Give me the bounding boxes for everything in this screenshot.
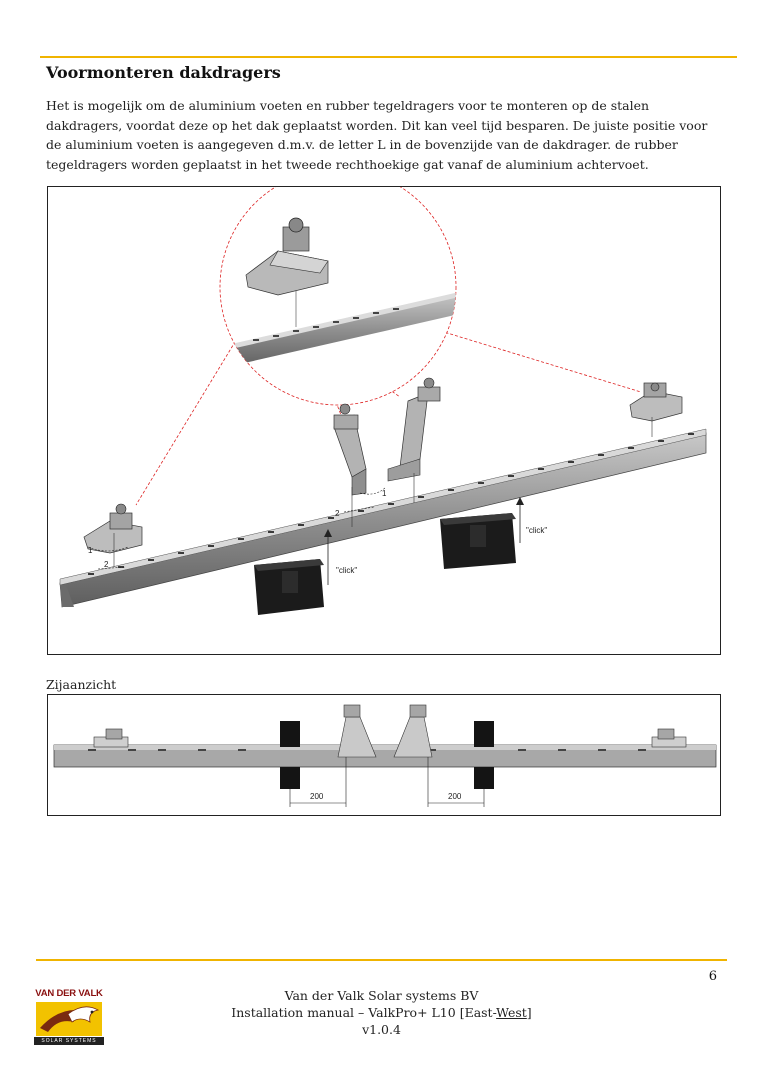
side-view-illustration: 200 200: [53, 704, 717, 807]
page-number: 6: [708, 969, 717, 984]
zoom-detail: [219, 187, 457, 406]
side-rubber-block-left-bottom: [280, 767, 300, 789]
main-illustration-frame: 1 2 1 2: [47, 186, 721, 655]
side-foot-center-left: [337, 704, 377, 758]
center-dimension-marks: [343, 486, 387, 513]
step-2-label-left: 2: [104, 560, 109, 569]
footer-rule: [36, 959, 727, 961]
side-dimension-right: 200: [448, 792, 462, 801]
side-foot-left: [93, 728, 129, 748]
aluminium-foot-left: [83, 503, 143, 567]
footer-company: Van der Valk Solar systems BV: [284, 988, 479, 1003]
section-title: Voormonteren dakdragers: [46, 63, 281, 82]
logo-name: VAN DER VALK: [35, 988, 103, 999]
side-rubber-block-right-bottom: [474, 767, 494, 789]
side-dimension-left: 200: [310, 792, 324, 801]
rubber-tile-carrier-right: [440, 513, 516, 569]
click-arrow-left: [324, 529, 332, 585]
click-arrow-right: [516, 497, 524, 543]
main-illustration: 1 2 1 2: [59, 187, 707, 615]
steel-roof-carrier: [59, 428, 707, 608]
click-label-left: "click": [336, 566, 357, 575]
footer-text: Van der Valk Solar systems BV Installati…: [0, 987, 763, 1038]
aluminium-foot-right: [629, 382, 683, 437]
side-foot-right: [651, 728, 687, 748]
click-label-right: "click": [526, 526, 547, 535]
side-rubber-block-right-top: [474, 721, 494, 747]
side-rubber-block-left-top: [280, 721, 300, 747]
side-view-label: Zijaanzicht: [46, 677, 117, 692]
aluminium-foot-pair-center: [333, 377, 441, 527]
step-1-label-left: 1: [88, 546, 93, 555]
side-foot-center-right: [393, 704, 433, 758]
company-logo: VAN DER VALK SOLAR SYSTEMS: [28, 988, 110, 1046]
side-dimension-lines: [289, 757, 485, 807]
step-2-label-center: 2: [335, 509, 340, 518]
footer-manual: Installation manual – ValkPro+ L10 [East…: [231, 1005, 532, 1020]
footer-version: v1.0.4: [362, 1022, 401, 1037]
side-view-frame: 200 200: [47, 694, 721, 816]
falcon-emblem-icon: [36, 1002, 102, 1036]
intro-paragraph: Het is mogelijk om de aluminium voeten e…: [46, 98, 708, 172]
header-rule: [40, 56, 737, 58]
rubber-tile-carrier-left: [254, 559, 324, 615]
logo-subtitle: SOLAR SYSTEMS: [34, 1037, 104, 1045]
step-1-label-center: 1: [382, 489, 387, 498]
left-dimension-marks: [87, 546, 129, 570]
